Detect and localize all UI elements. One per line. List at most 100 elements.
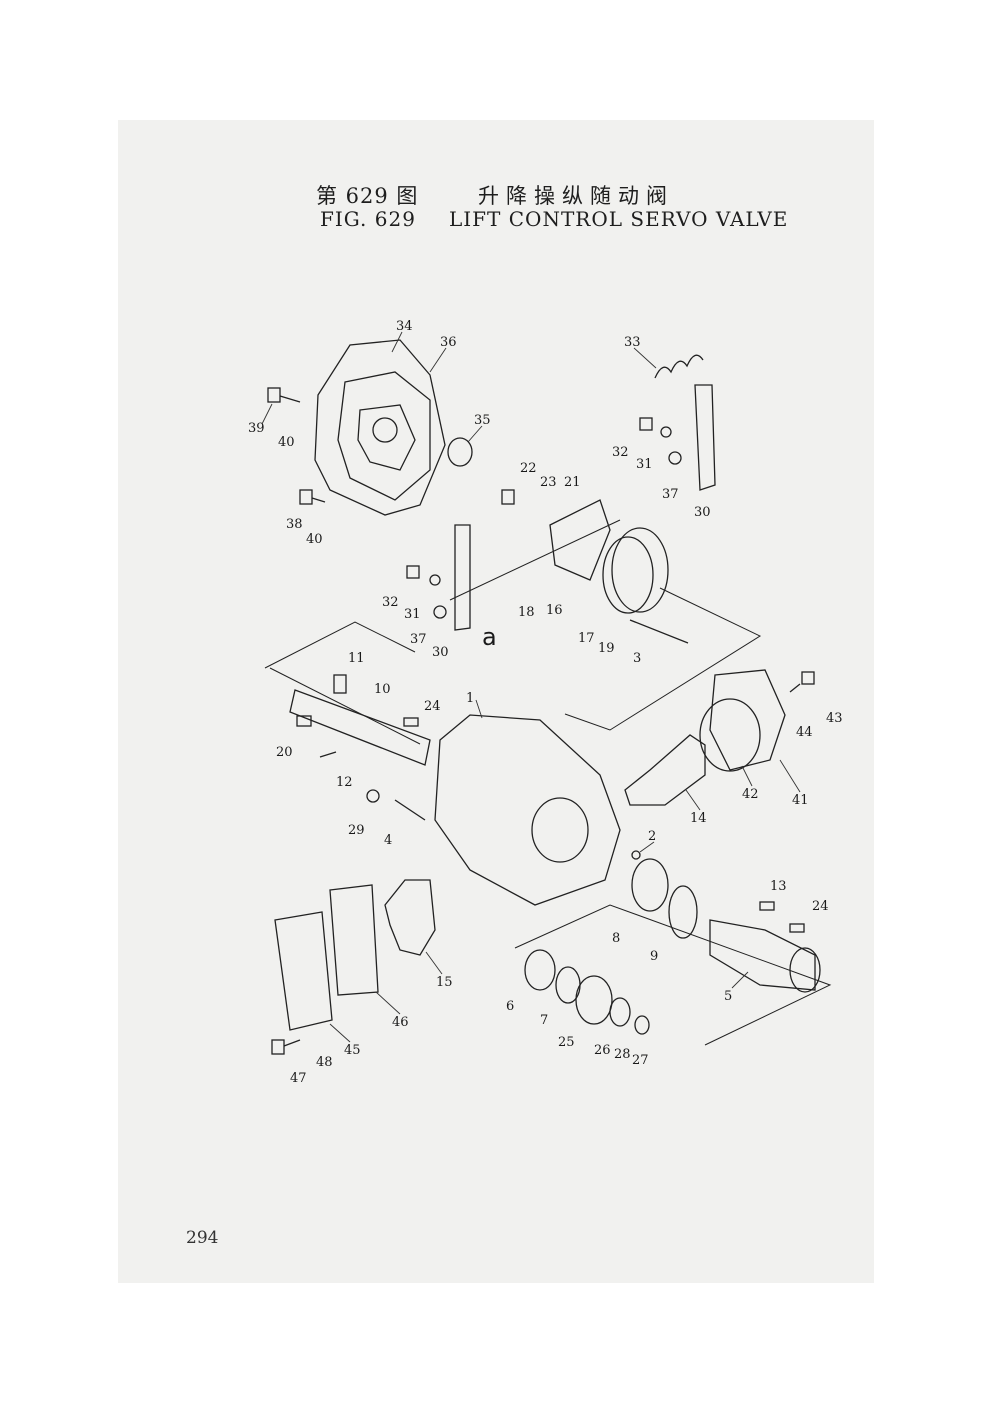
washers-31-37 <box>429 426 682 619</box>
sleeve <box>709 919 821 993</box>
spool <box>289 689 431 766</box>
group-outline-upper <box>264 621 416 669</box>
callout-30-upper: 30 <box>694 505 711 520</box>
callout-24-upper: 24 <box>424 699 441 714</box>
callout-2: 2 <box>648 829 656 844</box>
callout-1: 1 <box>466 691 474 706</box>
cover-housing <box>314 339 446 516</box>
callout-32-lower: 32 <box>382 595 399 610</box>
plate <box>549 499 611 581</box>
callout-18: 18 <box>518 605 535 620</box>
callout-43: 43 <box>826 711 843 726</box>
callout-16: 16 <box>546 603 563 618</box>
callout-14: 14 <box>690 811 707 826</box>
callout-32-upper: 32 <box>612 445 629 460</box>
callout-23: 23 <box>540 475 557 490</box>
callout-40: 40 <box>278 435 295 450</box>
figure-title-cn: 升降操纵随动阀 <box>478 184 674 208</box>
ring-8 <box>631 858 669 912</box>
callout-9: 9 <box>650 949 658 964</box>
plug-2 <box>631 850 641 860</box>
callout-25: 25 <box>558 1035 575 1050</box>
bolts-32 <box>406 417 653 579</box>
callout-8: 8 <box>612 931 620 946</box>
callout-22: 22 <box>520 461 537 476</box>
figure-label-en: FIG. 629 <box>320 207 416 231</box>
callout-35: 35 <box>474 413 491 428</box>
callout-17: 17 <box>578 631 595 646</box>
group-link-lines <box>269 667 421 745</box>
bolt-39 <box>267 387 301 403</box>
callout-47: 47 <box>290 1071 307 1086</box>
callout-4: 4 <box>384 833 392 848</box>
cam <box>384 879 436 956</box>
spring <box>654 354 704 379</box>
callout-10: 10 <box>374 682 391 697</box>
bolt-47 <box>271 1039 301 1055</box>
callout-48: 48 <box>316 1055 333 1070</box>
callout-19: 19 <box>598 641 615 656</box>
piston <box>624 734 706 806</box>
washer-stack <box>524 949 650 1035</box>
lever-upper <box>694 384 716 491</box>
coil-spring <box>602 527 669 614</box>
callout-44: 44 <box>796 725 813 740</box>
callout-41: 41 <box>792 793 809 808</box>
figure-title-en: LIFT CONTROL SERVO VALVE <box>449 207 789 231</box>
callout-34: 34 <box>396 319 413 334</box>
callout-37-lower: 37 <box>410 632 427 647</box>
group-outline-right <box>564 587 762 731</box>
page-number: 294 <box>186 1228 219 1248</box>
nut-29 <box>366 789 380 803</box>
callout-20: 20 <box>276 745 293 760</box>
callout-30-lower: 30 <box>432 645 449 660</box>
group-outline-bottom <box>514 904 832 1046</box>
callout-46: 46 <box>392 1015 409 1030</box>
key-20 <box>296 715 312 727</box>
lever-lower <box>454 524 471 631</box>
group-outline-lever <box>449 519 621 601</box>
callout-21: 21 <box>564 475 581 490</box>
callout-45: 45 <box>344 1043 361 1058</box>
valve-body <box>434 714 621 906</box>
pin-4 <box>394 799 426 821</box>
callout-40-lower: 40 <box>306 532 323 547</box>
snap-ring-9 <box>668 885 698 939</box>
callout-27: 27 <box>632 1053 649 1068</box>
figure-label-cn: 第 629 图 <box>316 184 419 208</box>
callout-12: 12 <box>336 775 353 790</box>
pin-11 <box>333 674 347 694</box>
callout-38: 38 <box>286 517 303 532</box>
key-13 <box>759 901 775 911</box>
key-24-lower <box>789 923 805 933</box>
pin-3 <box>629 619 689 644</box>
callout-29: 29 <box>348 823 365 838</box>
callout-37-upper: 37 <box>662 487 679 502</box>
callout-42: 42 <box>742 787 759 802</box>
callout-33: 33 <box>624 335 641 350</box>
callout-13: 13 <box>770 879 787 894</box>
callout-11: 11 <box>348 651 365 666</box>
callout-28: 28 <box>614 1047 631 1062</box>
callout-26: 26 <box>594 1043 611 1058</box>
callout-5: 5 <box>724 989 732 1004</box>
callout-36: 36 <box>440 335 457 350</box>
leader-lines <box>261 331 801 1043</box>
callout-31-upper: 31 <box>636 457 653 472</box>
key-24-upper <box>403 717 419 727</box>
callout-39: 39 <box>248 421 265 436</box>
callout-7: 7 <box>540 1013 548 1028</box>
callout-6: 6 <box>506 999 514 1014</box>
callout-a: a <box>482 623 497 651</box>
scanned-page <box>118 120 874 1283</box>
bolt-38 <box>299 489 326 505</box>
callout-24-lower: 24 <box>812 899 829 914</box>
plug <box>447 437 473 467</box>
callout-15: 15 <box>436 975 453 990</box>
bolt-22 <box>501 489 515 505</box>
end-cover <box>699 669 786 772</box>
side-cover <box>274 884 379 1031</box>
callout-31-lower: 31 <box>404 607 421 622</box>
